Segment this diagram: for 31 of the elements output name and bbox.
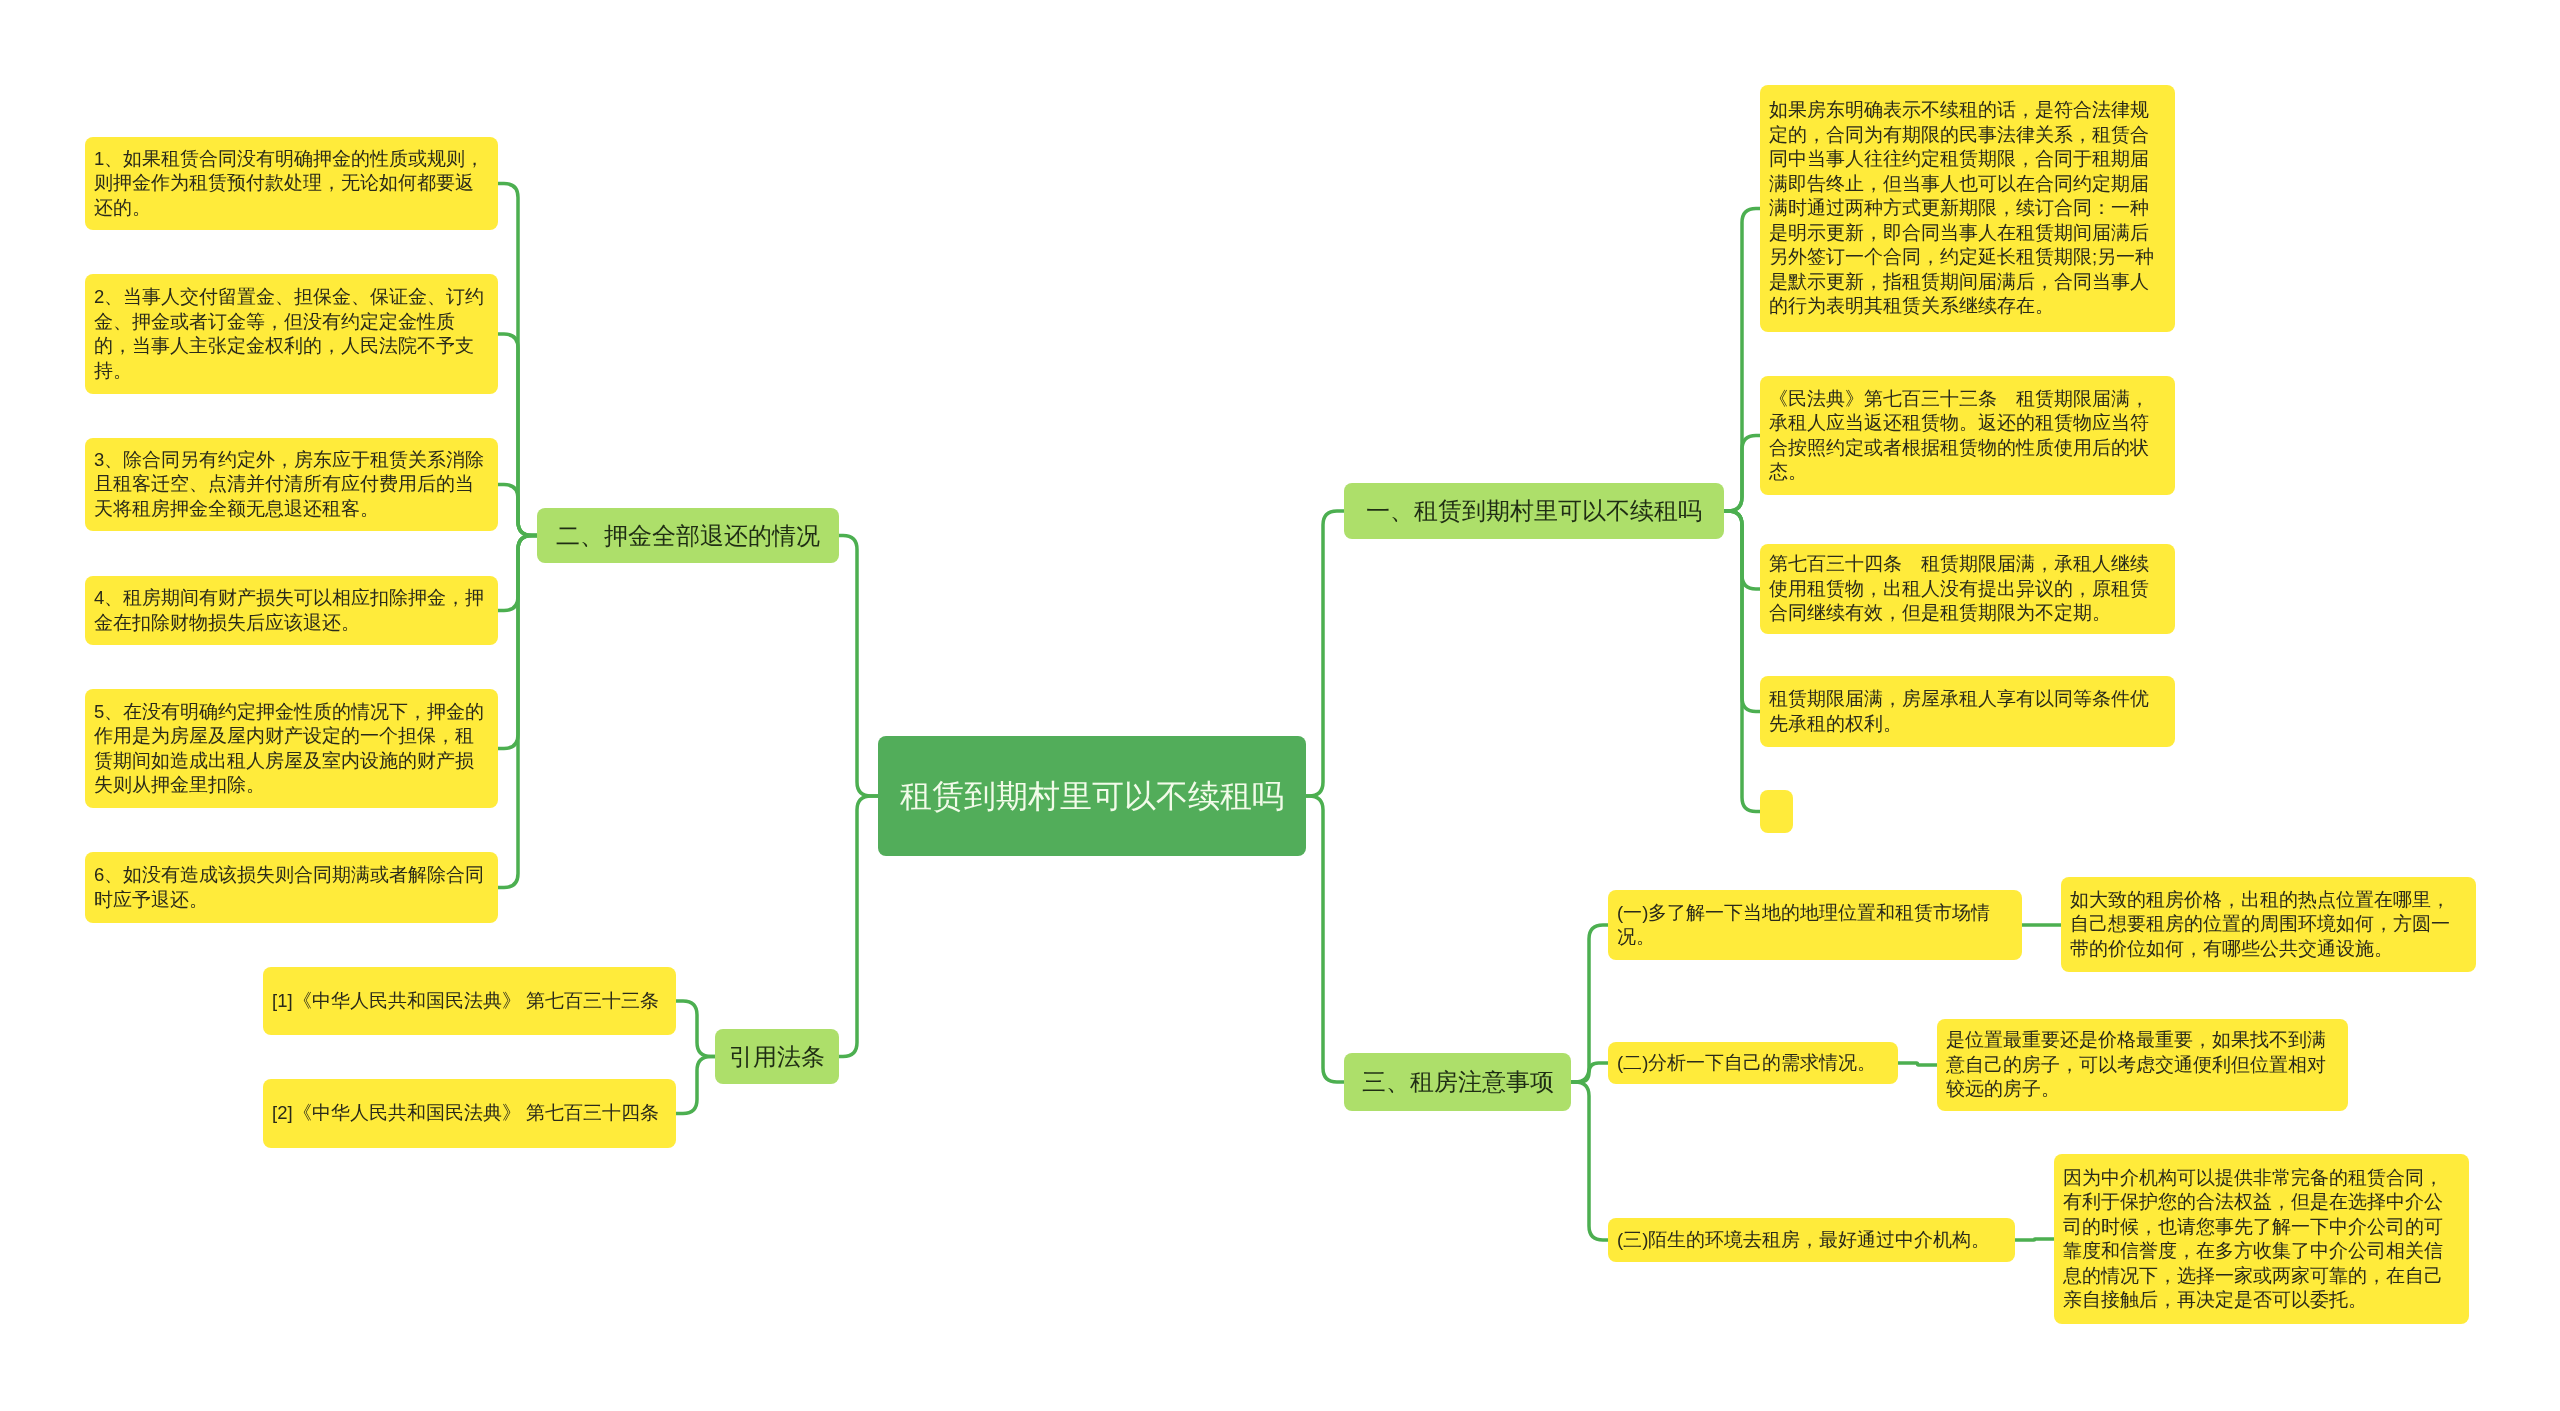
note-box: [1]《中华人民共和国民法典》 第七百三十三条 <box>263 967 676 1035</box>
connector-line <box>2022 923 2061 927</box>
connector-line <box>1571 1080 1608 1242</box>
note-box: 租赁期限届满，房屋承租人享有以同等条件优先承租的权利。 <box>1760 676 2175 747</box>
note-box: 如果房东明确表示不续租的话，是符合法律规定的，合同为有期限的民事法律关系，租赁合同中当事人往往约定租赁期限，合同于租期届满即告终止，但当事人也可以在合同约定期届满时通过两种方式更新期限，续订合同：一种是明示更新，即合同当事人在租赁期间届满后另外签订一个合同，约定延长租赁期限;另一种是默示更新，指租赁期间届满后，合同当事人的行为表明其租赁关系继续存在。 <box>1760 85 2175 332</box>
connector-line <box>1898 1061 1937 1067</box>
note-box: (一)多了解一下当地的地理位置和租赁市场情况。 <box>1608 890 2022 960</box>
note-box: (三)陌生的环境去租房，最好通过中介机构。 <box>1608 1218 2015 1262</box>
note-box: 《民法典》第七百三十三条 租赁期限届满，承租人应当返还租赁物。返还的租赁物应当符合按照约定或者根据租赁物的性质使用后的状态。 <box>1760 376 2175 495</box>
connector-line <box>2015 1237 2054 1242</box>
note-box: 第七百三十四条 租赁期限届满，承租人继续使用租赁物，出租人没有提出异议的，原租赁合同继续有效，但是租赁期限为不定期。 <box>1760 544 2175 634</box>
note-box: [2]《中华人民共和国民法典》 第七百三十四条 <box>263 1079 676 1148</box>
note-box: (二)分析一下自己的需求情况。 <box>1608 1042 1898 1084</box>
note-box: 如大致的租房价格，出租的热点位置在哪里，自己想要租房的位置的周围环境如何，方圆一带的价位如何，有哪些公共交通设施。 <box>2061 877 2476 972</box>
note-box: 6、如没有造成该损失则合同期满或者解除合同时应予退还。 <box>85 852 498 923</box>
branch-topic-box: 三、租房注意事项 <box>1344 1053 1571 1111</box>
connector-line <box>676 1054 715 1116</box>
branch-topic-box: 一、租赁到期村里可以不续租吗 <box>1344 483 1724 539</box>
branch-topic-box: 引用法条 <box>715 1029 839 1084</box>
connector-line <box>1306 794 1344 1084</box>
note-box: 4、租房期间有财产损失可以相应扣除押金，押金在扣除财物损失后应该退还。 <box>85 576 498 645</box>
note-box: 1、如果租赁合同没有明确押金的性质或规则，则押金作为租赁预付款处理，无论如何都要返还的。 <box>85 137 498 230</box>
empty-note-box <box>1760 790 1793 833</box>
branch-topic-box: 二、押金全部退还的情况 <box>537 508 839 563</box>
note-box: 因为中介机构可以提供非常完备的租赁合同，有利于保护您的合法权益，但是在选择中介公司的时候，也请您事先了解一下中介公司的可靠度和信誉度，在多方收集了中介公司相关信息的情况下，选择一家或两家可靠的，在自己亲自接触后，再决定是否可以委托。 <box>2054 1154 2469 1324</box>
note-box: 3、除合同另有约定外，房东应于租赁关系消除且租客迁空、点清并付清所有应付费用后的当天将租房押金全额无息退还租客。 <box>85 438 498 531</box>
note-box: 2、当事人交付留置金、担保金、保证金、订约金、押金或者订金等，但没有约定定金性质的，当事人主张定金权利的，人民法院不予支持。 <box>85 274 498 394</box>
note-box: 5、在没有明确约定押金性质的情况下，押金的作用是为房屋及屋内财产设定的一个担保，租赁期间如造成出租人房屋及室内设施的财产损失则从押金里扣除。 <box>85 689 498 808</box>
note-box: 是位置最重要还是价格最重要，如果找不到满意自己的房子，可以考虑交通便利但位置相对较远的房子。 <box>1937 1019 2348 1111</box>
connector-line <box>498 533 537 890</box>
central-topic-box: 租赁到期村里可以不续租吗 <box>878 736 1306 856</box>
